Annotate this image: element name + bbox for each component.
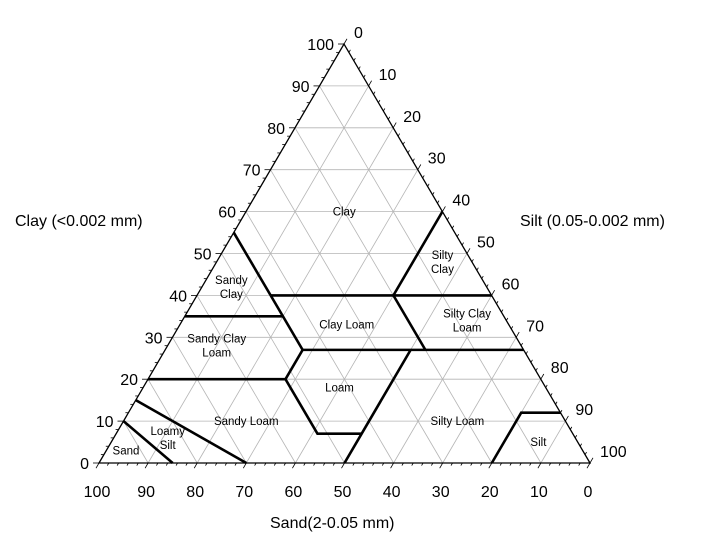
tick-sand bbox=[193, 462, 198, 469]
tick-sand bbox=[341, 462, 345, 469]
gridlines bbox=[123, 85, 566, 464]
silt-tick-label: 0 bbox=[354, 25, 363, 42]
clay-axis-title: Clay (<0.002 mm) bbox=[15, 213, 143, 230]
gridline-sand bbox=[123, 420, 149, 464]
tick-sand bbox=[537, 462, 542, 469]
region-label-sandy-clay-loam: Loam bbox=[202, 348, 231, 360]
tick-silt bbox=[392, 122, 397, 129]
silt-tick-label: 10 bbox=[379, 67, 397, 84]
gridline-silt bbox=[442, 337, 517, 464]
gridline-silt bbox=[245, 169, 419, 464]
texture-boundary bbox=[122, 420, 174, 464]
region-label-loamy-silt: Silt bbox=[160, 440, 177, 452]
clay-tick-label: 100 bbox=[307, 37, 334, 54]
clay-tick-label: 60 bbox=[218, 205, 236, 222]
region-label-loam: Loam bbox=[325, 383, 354, 395]
silt-axis-title: Silt (0.05-0.002 mm) bbox=[520, 213, 665, 230]
tick-sand bbox=[95, 462, 100, 469]
gridline-sand bbox=[172, 337, 247, 464]
tick-sand bbox=[439, 462, 444, 469]
tick-silt bbox=[589, 457, 594, 464]
clay-tick-label: 50 bbox=[194, 247, 212, 264]
texture-boundary bbox=[343, 349, 412, 464]
clay-tick-label: 40 bbox=[169, 288, 187, 305]
texture-boundary bbox=[490, 411, 561, 464]
clay-tick-label: 80 bbox=[267, 121, 285, 138]
region-label-sand: Sand bbox=[113, 445, 140, 457]
tick-silt bbox=[368, 80, 372, 87]
sand-tick-label: 70 bbox=[235, 484, 253, 501]
region-label-silty-clay-loam: Loam bbox=[453, 323, 482, 335]
gridline-silt bbox=[540, 420, 566, 464]
region-label-silty-clay: Clay bbox=[431, 264, 454, 276]
silt-tick-label: 70 bbox=[526, 318, 544, 335]
silt-tick-label: 20 bbox=[403, 109, 421, 126]
tick-sand bbox=[144, 462, 149, 469]
region-label-sandy-clay: Clay bbox=[220, 289, 243, 301]
silt-axis-tick-labels: 0 10 20 30 40 50 60 70 80 90 100 bbox=[354, 25, 627, 461]
sand-tick-label: 90 bbox=[137, 484, 155, 501]
region-label-silty-clay: Silty bbox=[432, 250, 454, 262]
texture-boundaries bbox=[122, 210, 561, 465]
tick-silt bbox=[565, 415, 569, 422]
region-label-silt: Silt bbox=[530, 437, 547, 449]
sand-tick-label: 100 bbox=[84, 484, 111, 501]
texture-boundary bbox=[232, 231, 272, 297]
tick-silt bbox=[442, 206, 446, 212]
silt-tick-label: 60 bbox=[502, 276, 520, 293]
tick-sand bbox=[586, 462, 591, 469]
sand-tick-label: 0 bbox=[584, 484, 593, 501]
sand-tick-label: 10 bbox=[530, 484, 548, 501]
clay-tick-label: 0 bbox=[80, 456, 89, 473]
region-label-sandy-loam: Sandy Loam bbox=[214, 416, 279, 428]
region-label-sandy-clay: Sandy bbox=[215, 275, 248, 287]
clay-tick-label: 70 bbox=[243, 163, 261, 180]
clay-tick-label: 90 bbox=[292, 79, 310, 96]
sand-tick-label: 50 bbox=[334, 484, 352, 501]
texture-boundary bbox=[392, 294, 427, 351]
clay-tick-label: 30 bbox=[145, 330, 163, 347]
silt-tick-label: 90 bbox=[575, 402, 593, 419]
clay-axis-tick-labels: 0 10 20 30 40 50 60 70 80 90 100 bbox=[80, 37, 334, 473]
sand-tick-label: 30 bbox=[432, 484, 450, 501]
silt-tick-label: 30 bbox=[428, 151, 446, 168]
sand-tick-label: 60 bbox=[285, 484, 303, 501]
sand-tick-label: 80 bbox=[186, 484, 204, 501]
texture-boundary bbox=[135, 399, 247, 465]
texture-boundary bbox=[392, 210, 444, 297]
sand-axis-title: Sand(2-0.05 mm) bbox=[270, 515, 395, 532]
tick-silt bbox=[417, 164, 422, 170]
tick-silt bbox=[540, 373, 545, 380]
region-label-sandy-clay-loam: Sandy Clay bbox=[187, 334, 246, 346]
silt-tick-label: 100 bbox=[600, 444, 627, 461]
region-label-silty-clay-loam: Silty Clay bbox=[443, 309, 491, 321]
silt-tick-label: 80 bbox=[551, 360, 569, 377]
region-label-loamy-silt: Loamy bbox=[150, 426, 185, 438]
tick-silt bbox=[515, 331, 520, 338]
silt-tick-label: 50 bbox=[477, 235, 495, 252]
tick-sand bbox=[488, 462, 493, 469]
sand-tick-label: 40 bbox=[383, 484, 401, 501]
region-label-silty-loam: Silty Loam bbox=[431, 416, 485, 428]
tick-silt bbox=[466, 248, 471, 254]
texture-boundary bbox=[284, 378, 362, 435]
gridline-silt bbox=[393, 295, 492, 464]
gridline-sand bbox=[221, 253, 345, 464]
clay-tick-label: 20 bbox=[120, 372, 138, 389]
tick-sand bbox=[292, 462, 296, 469]
sand-tick-label: 20 bbox=[481, 484, 499, 501]
tick-sand bbox=[390, 462, 394, 469]
silt-tick-label: 40 bbox=[452, 193, 470, 210]
gridline-sand bbox=[319, 85, 542, 464]
gridline-sand bbox=[270, 169, 444, 464]
region-label-clay-loam: Clay Loam bbox=[319, 320, 374, 332]
clay-tick-label: 10 bbox=[96, 414, 114, 431]
region-label-clay: Clay bbox=[333, 207, 356, 219]
tick-silt bbox=[491, 290, 495, 296]
tick-silt bbox=[343, 38, 348, 45]
